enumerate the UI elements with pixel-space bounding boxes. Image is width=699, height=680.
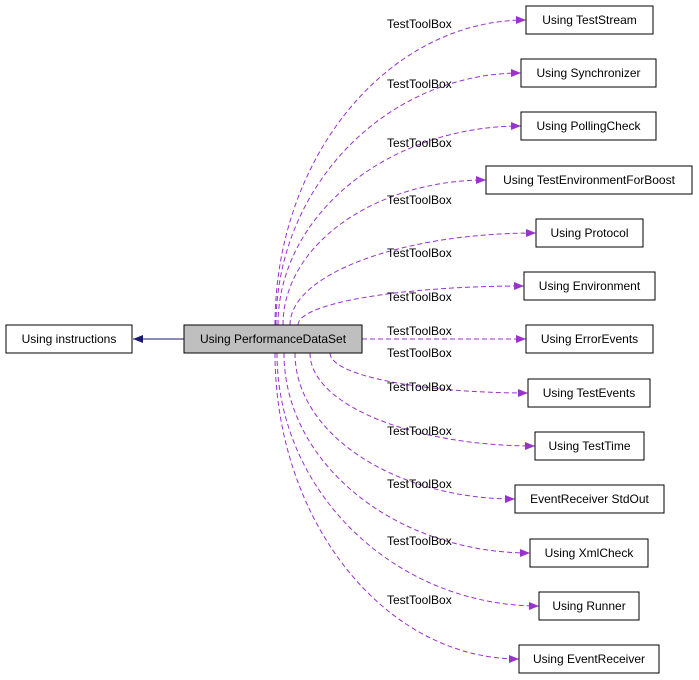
node-label: Using XmlCheck	[545, 546, 635, 560]
node-using-xmlcheck[interactable]: Using XmlCheck	[529, 538, 649, 568]
edge-testtoolbox	[329, 352, 529, 397]
node-using-errorevents[interactable]: Using ErrorEvents	[525, 324, 654, 354]
edge-label: TestToolBox	[387, 593, 452, 607]
node-label: Using PollingCheck	[536, 119, 641, 133]
edge-testtoolbox	[297, 282, 525, 326]
node-using-testenvironmentforboost[interactable]: Using TestEnvironmentForBoost	[485, 165, 693, 195]
node-using-runner[interactable]: Using Runner	[538, 591, 640, 621]
node-using-pollingcheck[interactable]: Using PollingCheck	[520, 111, 657, 141]
node-label: Using PerformanceDataSet	[200, 332, 347, 346]
edge-testtoolbox	[289, 229, 537, 326]
node-label: Using TestEnvironmentForBoost	[503, 173, 676, 187]
node-using-protocol[interactable]: Using Protocol	[535, 218, 644, 248]
node-using-teststream[interactable]: Using TestStream	[525, 5, 654, 35]
node-label: Using TestStream	[542, 13, 636, 27]
edge-label: TestToolBox	[387, 380, 452, 394]
node-using-testevents[interactable]: Using TestEvents	[527, 378, 651, 408]
node-label: Using TestTime	[548, 439, 630, 453]
edge-label: TestToolBox	[387, 246, 452, 260]
node-using-synchronizer[interactable]: Using Synchronizer	[520, 58, 657, 88]
node-label: Using EventReceiver	[533, 652, 645, 666]
node-label: Using Protocol	[550, 226, 628, 240]
node-using-environment[interactable]: Using Environment	[523, 271, 656, 301]
node-using-instructions[interactable]: Using instructions	[5, 324, 133, 354]
edge-label: TestToolBox	[387, 77, 452, 91]
edge-label: TestToolBox	[387, 346, 452, 360]
edge-testtoolbox	[275, 69, 522, 326]
edge-label: TestToolBox	[387, 424, 452, 438]
node-eventreceiver-stdout[interactable]: EventReceiver StdOut	[514, 484, 665, 514]
edge-label: TestToolBox	[387, 290, 452, 304]
node-label: Using ErrorEvents	[541, 332, 638, 346]
edge-testtoolbox	[283, 352, 531, 557]
edge-testtoolbox	[309, 352, 536, 450]
edge-label: TestToolBox	[387, 136, 452, 150]
edge-testtoolbox	[274, 16, 527, 326]
edge-labels-layer: TestToolBoxTestToolBoxTestToolBoxTestToo…	[387, 17, 452, 607]
node-label: Using Synchronizer	[536, 66, 640, 80]
node-using-eventreceiver[interactable]: Using EventReceiver	[518, 644, 660, 674]
edge-label: TestToolBox	[387, 17, 452, 31]
edge-testtoolbox	[276, 352, 540, 610]
edge-label: TestToolBox	[387, 534, 452, 548]
node-label: Using Environment	[539, 279, 641, 293]
node-label: Using instructions	[22, 332, 117, 346]
edges-layer	[133, 16, 540, 663]
edge-label: TestToolBox	[387, 477, 452, 491]
edge-testtoolbox	[294, 352, 516, 503]
edge-label: TestToolBox	[387, 193, 452, 207]
edge-testtoolbox	[277, 122, 522, 326]
node-label: Using Runner	[552, 599, 625, 613]
node-using-testtime[interactable]: Using TestTime	[534, 431, 645, 461]
edge-label: TestToolBox	[387, 324, 452, 338]
edge-testtoolbox	[274, 352, 520, 663]
node-using-performancedataset[interactable]: Using PerformanceDataSet	[183, 324, 363, 354]
edge-testtoolbox	[282, 176, 487, 326]
node-label: EventReceiver StdOut	[530, 492, 649, 506]
node-label: Using TestEvents	[543, 386, 636, 400]
